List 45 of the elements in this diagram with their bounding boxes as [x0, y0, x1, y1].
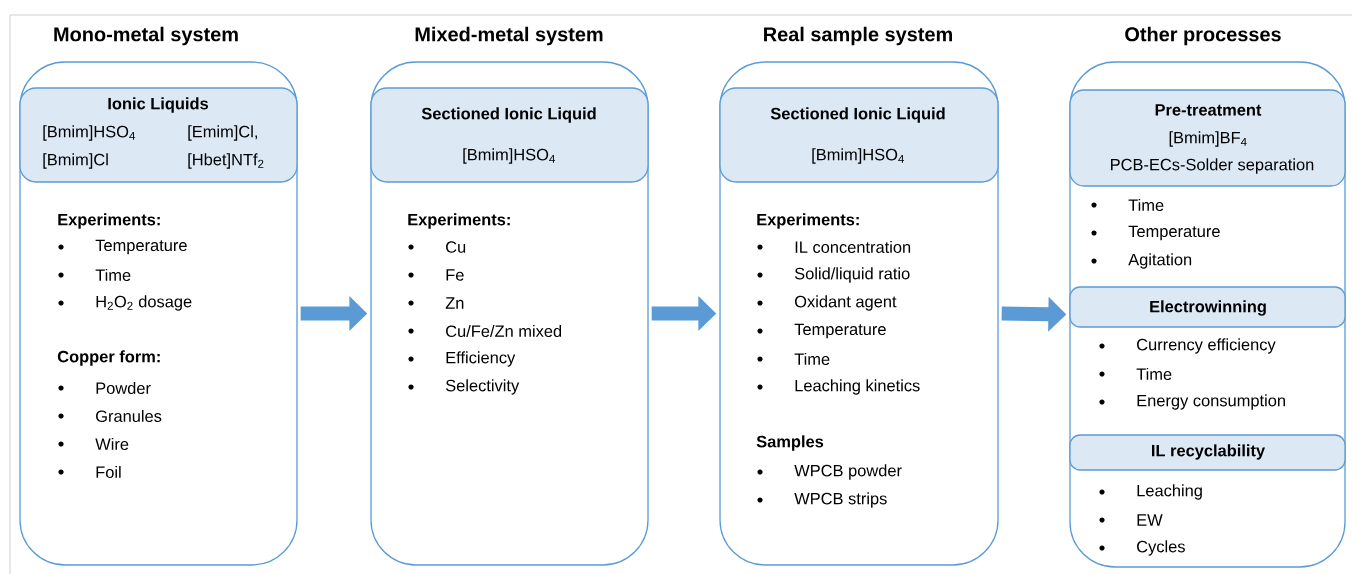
bullet-item: Currency efficiency [1137, 338, 1276, 354]
bullet-item: EW [1137, 514, 1163, 526]
column-title: Other processes [1125, 26, 1281, 46]
section-heading: Experiments: [408, 213, 510, 229]
bullet-item: Time [95, 268, 131, 282]
bullet-item: Selectivity [445, 379, 520, 395]
header-box: IL recyclability [1069, 434, 1346, 471]
bullet-item: Cu [446, 241, 466, 253]
column-title: Mono-metal system [54, 26, 238, 46]
header-box: Sectioned Ionic Liquid [Bmim]HSO$_{4}$ [719, 87, 999, 183]
bullet-item: H$_{2}$O$_{2}$ dosage [96, 295, 192, 311]
bullet-item: Time [794, 352, 830, 366]
bullet-item: Fe [446, 269, 464, 281]
section-heading: Experiments: [58, 213, 160, 229]
bullet-item: Powder [96, 381, 151, 395]
bullet-item: Wire [95, 437, 129, 450]
header-box: Electrowinning [1069, 286, 1346, 328]
bullet-item: Zn [445, 297, 464, 309]
bullet-item: Time [1136, 367, 1172, 381]
header-box: Pre-treatment [Bmim]BF$_{4}$ PCB-ECs-Solder separation [1069, 89, 1346, 187]
bullet-item: Time [1128, 198, 1164, 212]
header-box: Sectioned Ionic Liquid [Bmim]HSO$_{4}$ [370, 87, 649, 183]
bullet-item: WPCB strips [794, 492, 887, 508]
bullet-item: Granules [96, 409, 162, 423]
bullet-item: Cycles [1137, 540, 1185, 556]
column-title: Real sample system [764, 26, 952, 46]
bullet-item: Energy consumption [1137, 394, 1285, 410]
bullet-item: Agitation [1128, 253, 1192, 269]
bullet-item: Oxidant agent [795, 295, 897, 311]
bullet-item: Leaching [1137, 484, 1202, 500]
bullet-item: IL concentration [795, 240, 911, 254]
section-heading: Copper form: [57, 350, 160, 366]
bullet-item: Efficiency [446, 351, 516, 367]
bullet-item: Temperature [794, 323, 886, 339]
bullet-item: Foil [96, 465, 121, 478]
bullet-item: Solid/liquid ratio [794, 267, 910, 283]
bullet-item: Leaching kinetics [795, 379, 920, 395]
bullet-item: Temperature [95, 239, 187, 255]
bullet-item: WPCB powder [794, 464, 902, 480]
column-title: Mixed-metal system [415, 26, 603, 46]
section-heading: Samples [756, 435, 824, 451]
section-heading: Experiments: [757, 213, 859, 229]
header-box: Ionic Liquids [Bmim]HSO$_{4}$ [Emim]Cl, [Bmim]Cl [Hbet]NTf$_{2}$ [19, 87, 298, 183]
bullet-item: Temperature [1128, 225, 1220, 241]
bullet-item: Cu/Fe/Zn mixed [446, 324, 562, 338]
